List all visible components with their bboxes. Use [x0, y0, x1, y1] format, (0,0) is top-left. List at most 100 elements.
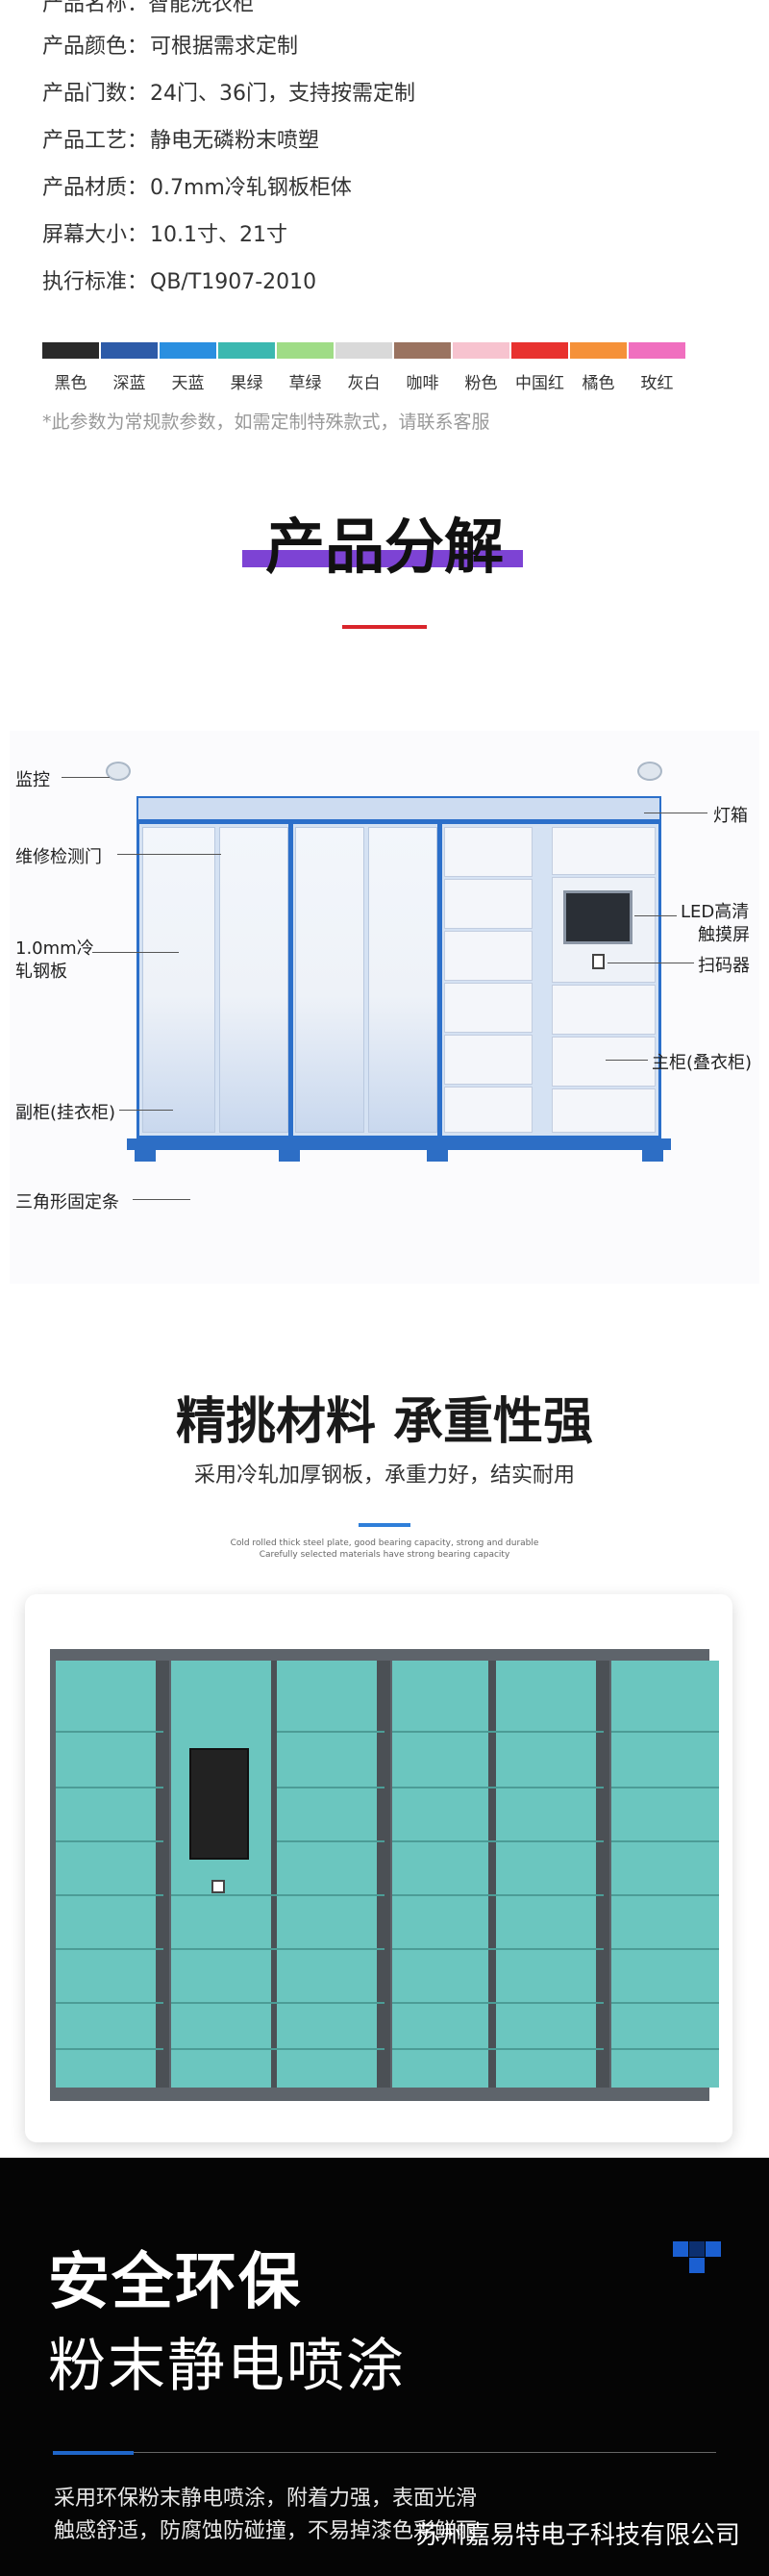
sub-cabinet-door [295, 827, 364, 1133]
light-box-top [136, 796, 661, 821]
leader-line [606, 1060, 648, 1061]
color-label: 粉色 [464, 374, 498, 393]
color-swatch-coffee [394, 342, 451, 359]
locker-door-line [277, 1948, 384, 1950]
locker-door-line [56, 1787, 163, 1788]
locker-cell [552, 1037, 656, 1087]
logo-pixel-icon [689, 2241, 705, 2257]
locker-cell [444, 931, 533, 981]
coating-title: 安全环保 [48, 2247, 302, 2318]
locker-door-line [611, 1731, 719, 1733]
color-swatch-rose [629, 342, 685, 359]
logo-pixel-icon [673, 2241, 688, 2257]
label-light-box: 灯箱 [713, 806, 748, 826]
locker-scanner-icon [211, 1880, 225, 1893]
spec-value: 可根据需求定制 [150, 35, 299, 59]
leader-line [117, 854, 221, 855]
leader-line [62, 777, 110, 778]
locker-cell [444, 879, 533, 929]
locker-door-line [496, 1894, 604, 1896]
locker-door-line [171, 2002, 279, 2004]
material-divider [359, 1523, 410, 1527]
locker-door-line [611, 1894, 719, 1896]
locker-cell [444, 827, 533, 877]
locker-door-line [392, 1948, 500, 1950]
locker-cell [552, 827, 656, 875]
cabinet-divider [288, 821, 293, 1138]
sub-cabinet-door [142, 827, 215, 1133]
locker-column [171, 1661, 279, 2088]
locker-door-line [56, 1731, 163, 1733]
locker-door-line [611, 2048, 719, 2050]
color-label: 天蓝 [171, 374, 205, 393]
locker-screen [189, 1748, 249, 1860]
triangle-foot [427, 1150, 448, 1162]
section-title-material: 精挑材料 承重性强 [175, 1393, 594, 1451]
label-monitor: 监控 [15, 770, 50, 790]
touch-screen [563, 890, 633, 944]
color-label: 灰白 [347, 374, 381, 393]
spec-row-standard: 执行标准：QB/T1907-2010 [42, 264, 316, 295]
locker-door-line [392, 2002, 500, 2004]
coating-divider-accent [53, 2451, 134, 2455]
color-swatch-sky-blue [160, 342, 216, 359]
color-label: 果绿 [230, 374, 263, 393]
locker-door-line [171, 1894, 279, 1896]
label-main-cabinet: 主柜(叠衣柜) [652, 1053, 753, 1073]
locker-door-line [56, 1840, 163, 1842]
color-label: 橘色 [582, 374, 615, 393]
camera-icon [637, 762, 662, 781]
spec-row-name-partial: 产品名称：智能洗衣柜 [42, 0, 255, 16]
color-swatch-orange [570, 342, 627, 359]
cabinet-divider [437, 821, 442, 1138]
locker-door-line [611, 1948, 719, 1950]
spec-value: 静电无磷粉末喷塑 [150, 129, 320, 153]
spec-value: 10.1寸、21寸 [150, 223, 287, 247]
coating-desc-line2: 触感舒适，防腐蚀防碰撞，不易掉漆色彩鲜丽 [54, 2519, 478, 2543]
locker-door-line [277, 2048, 384, 2050]
locker-door-line [171, 1948, 279, 1950]
label-triangle-bar: 三角形固定条 [15, 1192, 119, 1213]
color-swatch-black [42, 342, 99, 359]
locker-column [392, 1661, 500, 2088]
spec-label: 产品工艺： [42, 129, 149, 153]
color-label: 咖啡 [406, 374, 439, 393]
label-steel-line1: 1.0mm冷 [15, 938, 94, 959]
spec-label: 执行标准： [42, 270, 149, 294]
locker-door-line [496, 1840, 604, 1842]
material-en-line1: Cold rolled thick steel plate, good bear… [230, 1538, 539, 1548]
color-label: 草绿 [288, 374, 322, 393]
locker-door-line [277, 1787, 384, 1788]
triangle-foot [279, 1150, 300, 1162]
color-label: 中国红 [515, 374, 564, 393]
label-sub-cabinet: 副柜(挂衣柜) [15, 1103, 116, 1123]
locker-door-line [496, 2048, 604, 2050]
locker-column-gap [596, 1661, 609, 2088]
color-swatch-pink [453, 342, 509, 359]
locker-door-line [496, 1787, 604, 1788]
logo-pixel-icon [689, 2258, 705, 2273]
logo-pixel-icon [706, 2241, 721, 2257]
locker-column [56, 1661, 163, 2088]
coating-section [0, 2158, 769, 2576]
cabinet-base [127, 1138, 671, 1150]
locker-door-line [56, 2002, 163, 2004]
color-swatch-grass-green [277, 342, 334, 359]
locker-cell [444, 1035, 533, 1085]
locker-column [277, 1661, 384, 2088]
color-label: 玫红 [640, 374, 674, 393]
label-service-door: 维修检测门 [15, 847, 102, 867]
coating-desc-line1: 采用环保粉末静电喷涂，附着力强，表面光滑 [54, 2487, 478, 2511]
triangle-foot [135, 1150, 156, 1162]
spec-row-material: 产品材质：0.7mm冷轧钢板柜体 [42, 170, 352, 201]
locker-door-line [392, 1731, 500, 1733]
color-label: 黑色 [54, 374, 87, 393]
locker-door-line [392, 1787, 500, 1788]
material-subtitle: 采用冷轧加厚钢板，承重力好，结实耐用 [193, 1463, 575, 1488]
locker-door-line [392, 1894, 500, 1896]
locker-door-line [496, 2002, 604, 2004]
spec-row-doors: 产品门数：24门、36门，支持按需定制 [42, 76, 415, 107]
spec-label: 屏幕大小： [42, 223, 149, 247]
label-scanner: 扫码器 [698, 956, 750, 976]
locker-door-line [56, 1894, 163, 1896]
